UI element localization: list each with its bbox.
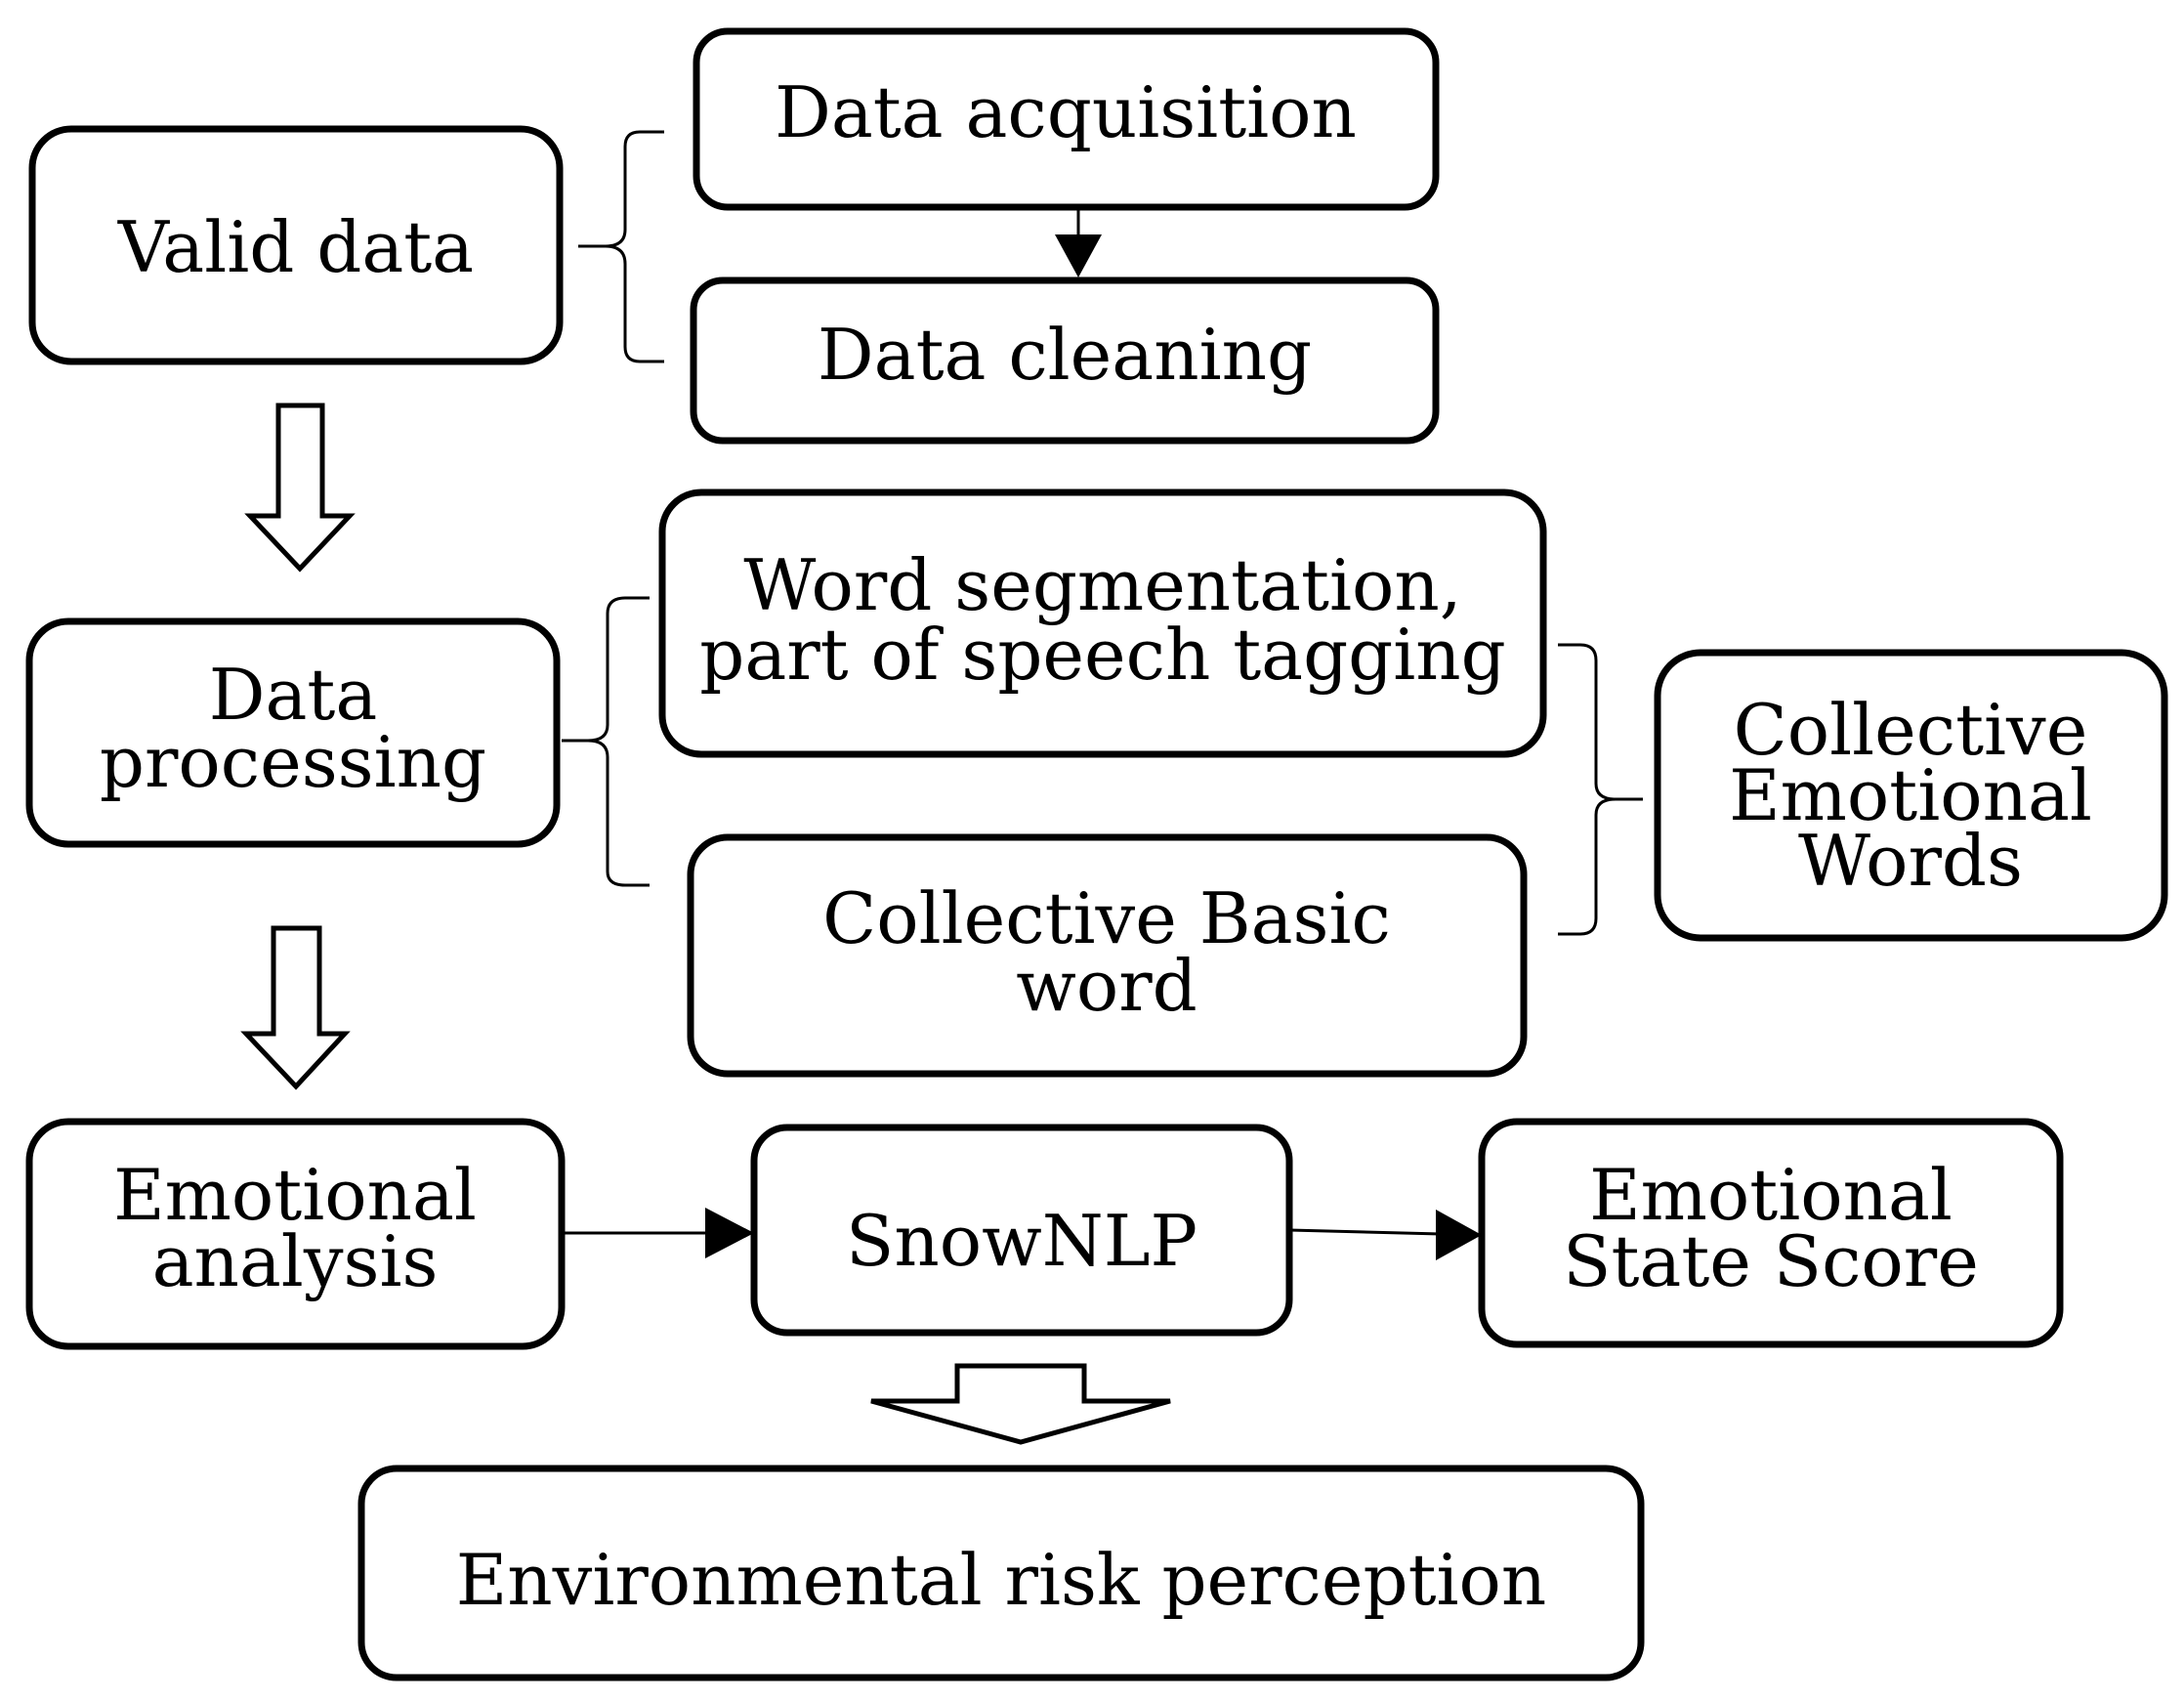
node-emotional-state-score: Emotional State Score — [1478, 1118, 2064, 1348]
node-emotional-analysis: Emotional analysis — [25, 1118, 566, 1350]
node-emotional-analysis-line-2: analysis — [152, 1220, 439, 1302]
node-emotional-state-score-line-1: Emotional — [1589, 1154, 1953, 1236]
node-data-cleaning: Data cleaning — [690, 276, 1440, 445]
node-data-acquisition: Data acquisition — [693, 27, 1440, 211]
node-environmental-risk-perception-label: Environmental risk perception — [456, 1539, 1547, 1621]
node-data-cleaning-label: Data cleaning — [818, 314, 1312, 396]
arrow-acquisition-to-cleaning — [1055, 207, 1102, 277]
hollow-arrow-valid-to-processing — [244, 403, 356, 573]
node-emotional-state-score-line-2: State Score — [1563, 1220, 1979, 1302]
node-valid-data: Valid data — [28, 125, 564, 365]
node-collective-emotional-words-line-1: Collective — [1734, 689, 2088, 771]
arrow-analysis-to-snownlp — [562, 1208, 754, 1258]
node-collective-emotional-words-line-2: Emotional — [1729, 754, 2092, 836]
node-snownlp-label: SnowNLP — [846, 1200, 1197, 1282]
node-valid-data-label: Valid data — [117, 206, 474, 288]
node-word-segmentation: Word segmentation, part of speech taggin… — [658, 489, 1547, 758]
node-collective-emotional-words: Collective Emotional Words — [1654, 649, 2168, 942]
node-collective-basic-word: Collective Basic word — [687, 833, 1528, 1078]
node-word-segmentation-line-1: Word segmentation, — [743, 544, 1461, 626]
node-collective-basic-word-line-2: word — [1016, 945, 1197, 1027]
node-data-processing-line-2: processing — [100, 721, 486, 803]
brace-data-processing — [562, 596, 650, 887]
node-data-processing: Data processing — [25, 617, 561, 848]
brace-valid-data — [578, 130, 664, 363]
node-data-processing-line-1: Data — [209, 654, 378, 736]
node-data-acquisition-label: Data acquisition — [775, 71, 1357, 153]
brace-collective-emotional — [1558, 643, 1643, 936]
node-collective-basic-word-line-1: Collective Basic — [822, 877, 1391, 959]
hollow-arrow-to-risk-perception — [870, 1363, 1171, 1445]
node-environmental-risk-perception: Environmental risk perception — [357, 1465, 1645, 1681]
node-emotional-analysis-line-1: Emotional — [113, 1154, 477, 1236]
node-word-segmentation-line-2: part of speech tagging — [699, 614, 1506, 696]
node-snownlp: SnowNLP — [750, 1124, 1293, 1337]
hollow-arrow-processing-to-analysis — [240, 925, 351, 1090]
node-collective-emotional-words-line-3: Words — [1798, 820, 2023, 902]
arrow-snownlp-to-score — [1288, 1210, 1482, 1260]
